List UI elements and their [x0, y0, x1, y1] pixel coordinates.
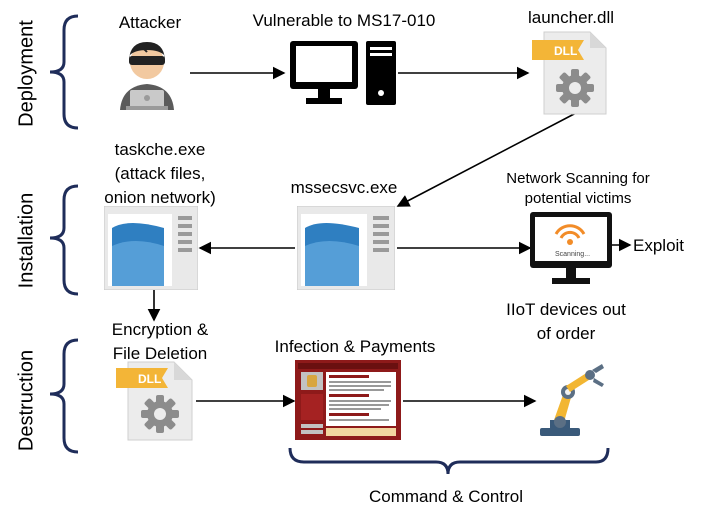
- dll-badge-label: DLL: [554, 44, 577, 58]
- mssecsvc-exe-icon: [297, 206, 395, 290]
- bracket-deployment: [49, 14, 79, 130]
- infection-payments-label: Infection & Payments: [274, 337, 436, 356]
- bracket-destruction: [49, 338, 79, 454]
- ransom-screen-thumbnail: [295, 360, 401, 440]
- taskche-exe-icon: [104, 206, 198, 290]
- iiot-label-line1: IIoT devices out: [506, 300, 626, 319]
- encryption-label-line2: File Deletion: [112, 344, 208, 363]
- robot-arm-icon: [540, 364, 604, 436]
- exploit-label: Exploit: [633, 236, 685, 255]
- network-scanning-monitor-icon: Scanning...: [530, 212, 612, 284]
- network-scanning-label-line1: Network Scanning for: [506, 170, 650, 187]
- encryption-label-line1: Encryption &: [111, 320, 209, 339]
- bracket-installation: [49, 184, 79, 296]
- taskche-label-line2: (attack files,: [114, 164, 206, 183]
- taskche-label-line1: taskche.exe: [114, 140, 206, 159]
- attacker-label: Attacker: [118, 13, 182, 32]
- taskche-label-line3: onion network): [104, 188, 216, 207]
- scanning-screen-text: Scanning...: [555, 251, 590, 258]
- arrow-launcher-to-mssecsvc: [396, 112, 577, 207]
- dll-badge-label-2: DLL: [138, 372, 161, 386]
- vulnerable-label: Vulnerable to MS17-010: [252, 11, 436, 30]
- launcher-dll-icon: DLL: [532, 31, 607, 115]
- encryption-dll-icon: DLL: [116, 361, 193, 441]
- cnc-brace: [288, 447, 610, 475]
- launcher-dll-label: launcher.dll: [527, 8, 615, 27]
- command-control-label: Command & Control: [368, 487, 524, 506]
- mssecsvc-label: mssecsvc.exe: [290, 178, 398, 197]
- vulnerable-computer-icon: [290, 41, 396, 105]
- iiot-label-line2: of order: [536, 324, 596, 343]
- attacker-icon: [120, 42, 174, 110]
- network-scanning-label-line2: potential victims: [524, 190, 632, 207]
